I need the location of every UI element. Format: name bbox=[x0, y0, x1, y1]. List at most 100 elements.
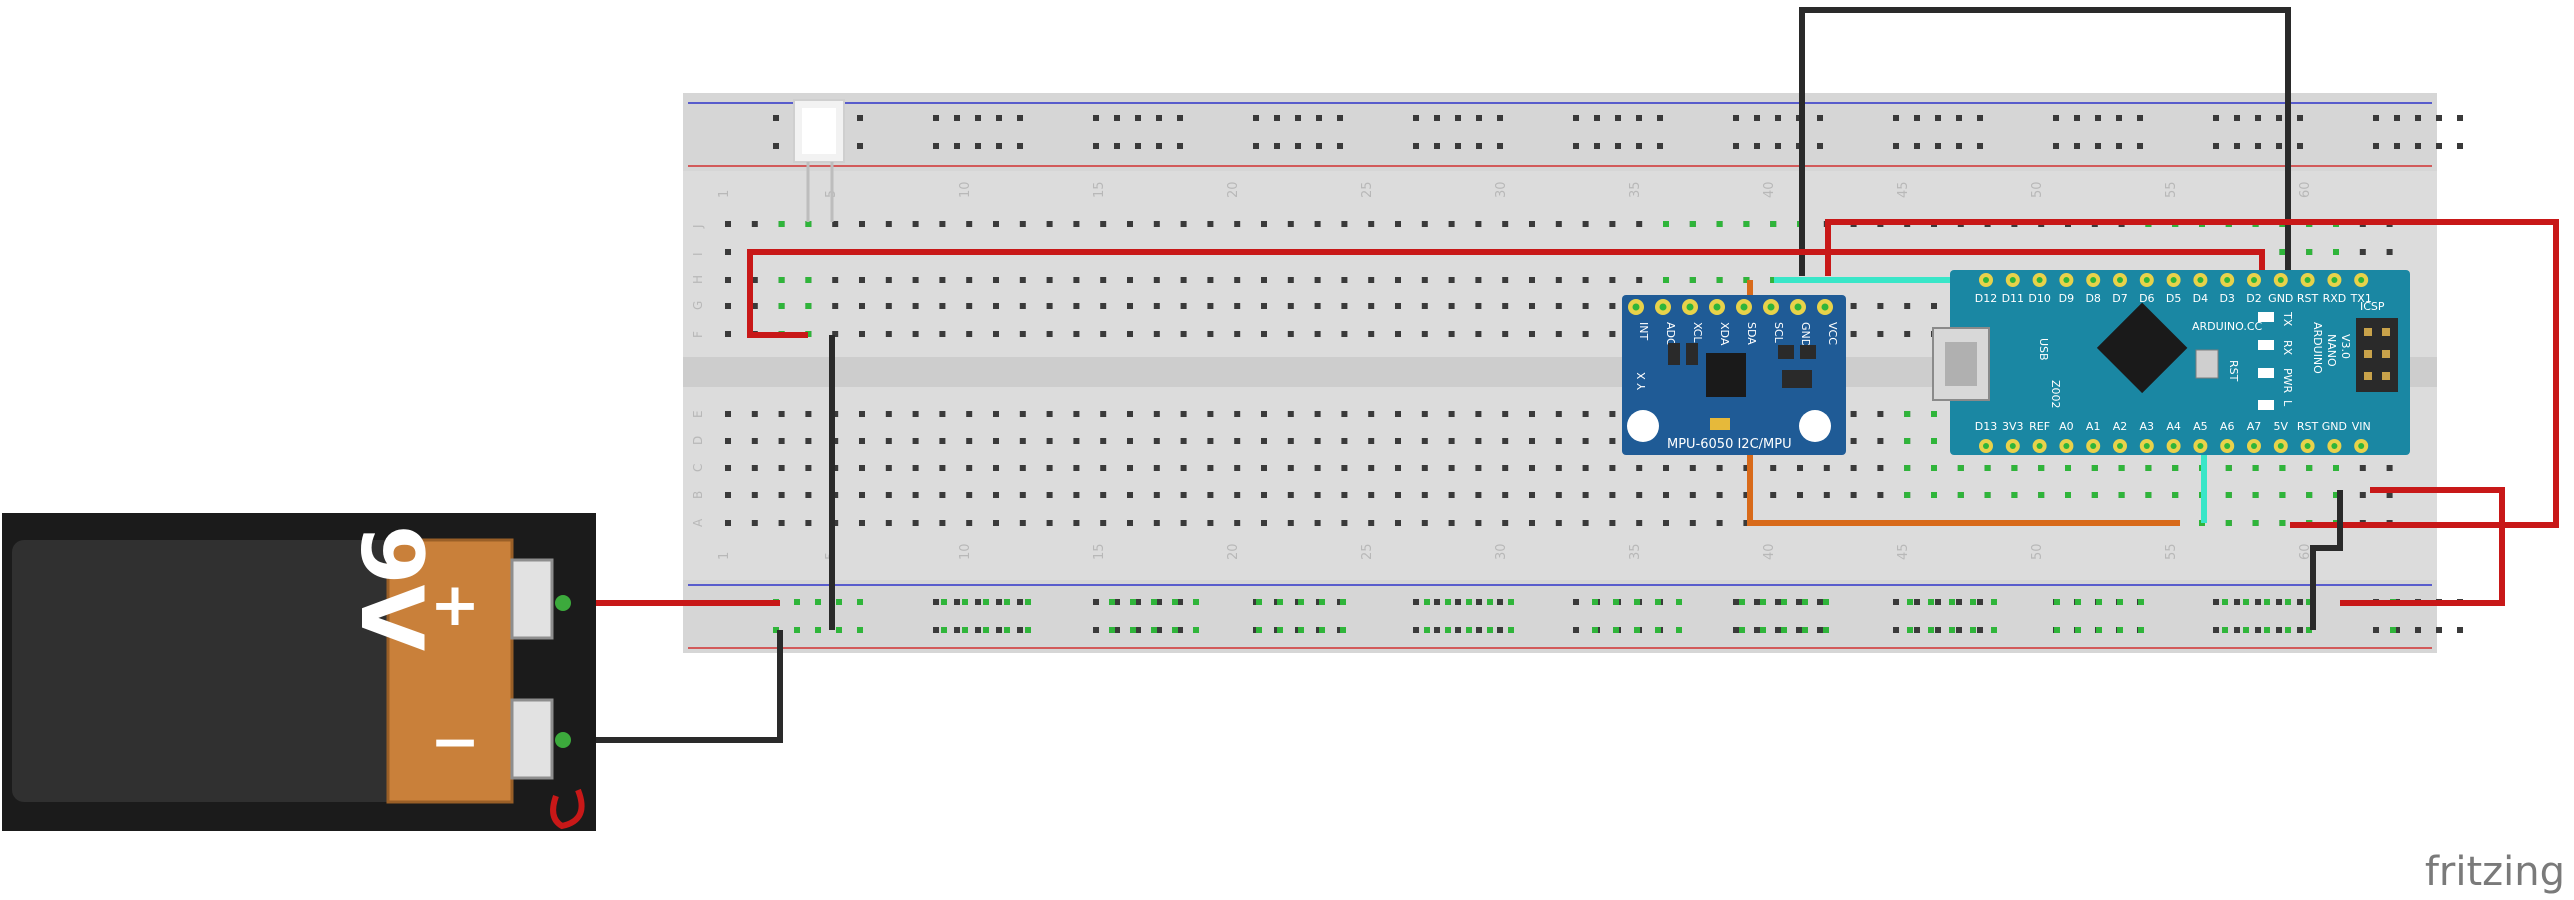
rail-hole bbox=[1893, 599, 1899, 605]
breadboard-hole bbox=[1153, 331, 1160, 337]
breadboard-hole bbox=[885, 303, 892, 309]
breadboard-hole bbox=[1421, 331, 1428, 337]
nano-top-pin-label: D6 bbox=[2139, 292, 2154, 305]
breadboard-hole bbox=[1341, 277, 1348, 283]
rail-connected-hole bbox=[1739, 599, 1745, 605]
chip-label: Z002 bbox=[2049, 380, 2062, 409]
battery-9v: 9V + − bbox=[2, 513, 596, 831]
rail-hole bbox=[1177, 599, 1183, 605]
breadboard-hole bbox=[805, 492, 812, 498]
breadboard-hole bbox=[939, 492, 946, 498]
rail-hole bbox=[975, 143, 981, 149]
rail-hole bbox=[1775, 599, 1781, 605]
breadboard-hole bbox=[1314, 277, 1321, 283]
breadboard-hole bbox=[1368, 331, 1375, 337]
rail-hole bbox=[2394, 115, 2400, 121]
row-letter: I bbox=[691, 252, 705, 256]
led-rx bbox=[2258, 340, 2274, 350]
breadboard-hole bbox=[1529, 520, 1535, 526]
breadboard-hole bbox=[993, 438, 999, 444]
breadboard-hole bbox=[1421, 411, 1428, 417]
rail-hole bbox=[2415, 115, 2421, 121]
connected-hole bbox=[1716, 221, 1723, 227]
rail-connected-hole bbox=[794, 627, 800, 633]
column-number: 45 bbox=[1896, 543, 1911, 560]
breadboard-hole bbox=[939, 221, 946, 227]
rail-connected-hole bbox=[1172, 599, 1178, 605]
breadboard-hole bbox=[1609, 465, 1616, 471]
column-number: 40 bbox=[1762, 543, 1777, 560]
breadboard-hole bbox=[725, 277, 731, 283]
connected-hole bbox=[805, 303, 812, 309]
rail-hole bbox=[1337, 115, 1343, 121]
rail-connected-hole bbox=[1781, 599, 1787, 605]
rail-hole bbox=[1594, 115, 1600, 121]
breadboard-hole bbox=[1046, 492, 1053, 498]
nano-top-pin-label: RXD bbox=[2323, 292, 2347, 305]
connected-hole bbox=[2306, 249, 2313, 255]
rail-hole bbox=[1434, 627, 1440, 633]
rail-hole bbox=[857, 115, 863, 121]
breadboard-hole bbox=[1341, 303, 1348, 309]
breadboard-hole bbox=[1850, 438, 1857, 444]
rail-hole bbox=[2276, 599, 2282, 605]
mpu-pin-hole bbox=[1794, 303, 1802, 311]
rail-connected-hole bbox=[1928, 599, 1934, 605]
breadboard-hole bbox=[1475, 411, 1482, 417]
breadboard-hole bbox=[1234, 277, 1241, 283]
rail-hole bbox=[1434, 115, 1440, 121]
breadboard-hole bbox=[751, 303, 758, 309]
rail-hole bbox=[1253, 143, 1259, 149]
rail-hole bbox=[1796, 599, 1802, 605]
wire-black-gnd-rail bbox=[2310, 490, 2343, 630]
nano-top-pin-label: TX1 bbox=[2350, 292, 2372, 305]
breadboard-hole bbox=[859, 438, 865, 444]
breadboard-hole bbox=[832, 520, 839, 526]
breadboard-hole bbox=[1689, 520, 1696, 526]
rail-hole bbox=[2234, 627, 2240, 633]
breadboard-hole bbox=[966, 465, 973, 471]
breadboard-hole bbox=[1502, 277, 1509, 283]
breadboard-hole bbox=[1555, 411, 1562, 417]
nano-top-pin-label: D12 bbox=[1975, 292, 1997, 305]
rail-hole bbox=[1135, 115, 1141, 121]
rail-hole bbox=[1893, 143, 1899, 149]
breadboard-hole bbox=[1448, 465, 1455, 471]
rail-hole bbox=[975, 115, 981, 121]
breadboard-hole bbox=[1341, 221, 1348, 227]
nano-bottom-pin-hole bbox=[2304, 443, 2311, 449]
breadboard-hole bbox=[993, 331, 999, 337]
rail-hole bbox=[1135, 143, 1141, 149]
breadboard-hole bbox=[1073, 492, 1080, 498]
connected-hole bbox=[2306, 492, 2313, 498]
rail-connected-hole bbox=[1676, 627, 1682, 633]
rail-hole bbox=[975, 599, 981, 605]
rail-hole bbox=[1156, 627, 1162, 633]
breadboard-hole bbox=[1153, 411, 1160, 417]
column-number: 35 bbox=[1628, 543, 1643, 560]
breadboard-hole bbox=[1529, 492, 1535, 498]
model-line-2: NANO bbox=[2325, 334, 2338, 367]
breadboard-hole bbox=[1207, 221, 1214, 227]
nano-top-pin-label: RST bbox=[2297, 292, 2319, 305]
breadboard-hole bbox=[1314, 411, 1321, 417]
rail-connected-hole bbox=[794, 599, 800, 605]
breadboard-hole bbox=[1314, 438, 1321, 444]
rail-connected-hole bbox=[1655, 627, 1661, 633]
rail-connected-hole bbox=[1760, 627, 1766, 633]
mpu-pin-label: XDA bbox=[1718, 322, 1731, 346]
rail-connected-hole bbox=[962, 599, 968, 605]
breadboard-hole bbox=[1502, 438, 1509, 444]
rail-hole bbox=[1977, 143, 1983, 149]
rail-hole bbox=[1636, 143, 1642, 149]
connected-hole bbox=[2118, 465, 2125, 471]
breadboard-hole bbox=[1314, 520, 1321, 526]
breadboard-hole bbox=[2359, 249, 2366, 255]
rail-connected-hole bbox=[1676, 599, 1682, 605]
breadboard-hole bbox=[751, 465, 758, 471]
breadboard-hole bbox=[993, 277, 999, 283]
breadboard-hole bbox=[1287, 520, 1294, 526]
wire-red-left-to-d2 bbox=[747, 249, 2265, 338]
battery-voltage-label: 9V bbox=[341, 525, 441, 652]
